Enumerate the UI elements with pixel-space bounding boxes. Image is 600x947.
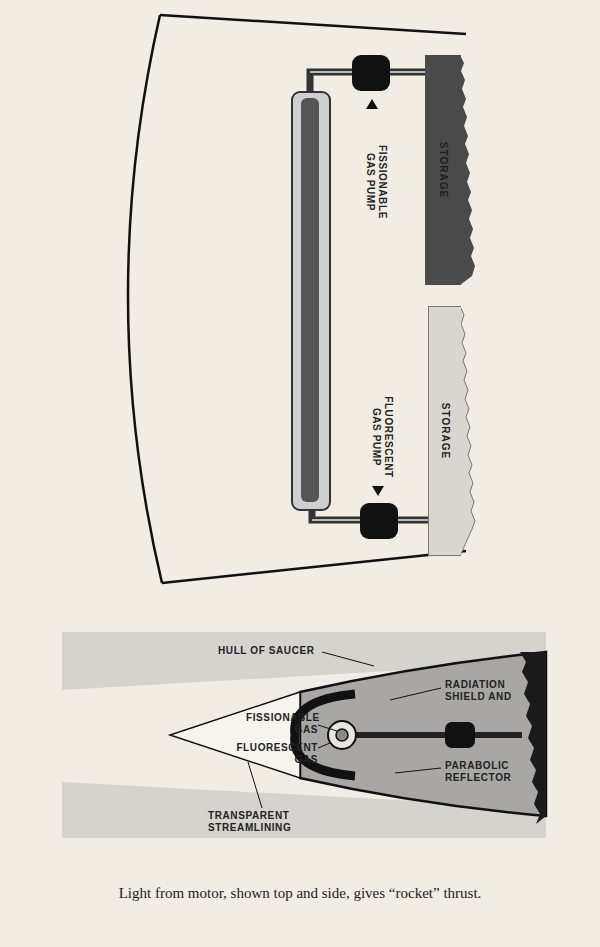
transparent-streamlining	[170, 692, 300, 778]
hull-outline	[162, 551, 466, 583]
pump	[352, 55, 390, 91]
part-label: RADIATION SHIELD AND	[445, 679, 523, 703]
top-view	[128, 15, 475, 583]
flow-arrow	[366, 99, 378, 109]
leader-line	[395, 768, 441, 773]
part-label: HULL OF SAUCER	[218, 645, 328, 657]
pump	[445, 722, 475, 748]
side-view	[62, 632, 546, 838]
leader-line	[318, 725, 337, 731]
leader-line	[318, 743, 330, 748]
tank-label: STORAGE	[438, 142, 449, 198]
hull-outline	[160, 15, 466, 34]
saucer-hull	[300, 652, 546, 816]
pipe	[352, 732, 522, 738]
part-label: TRANSPARENT STREAMLINING	[208, 810, 368, 834]
fluorescent-gas-bulb	[328, 721, 356, 749]
part-label: PARABOLIC REFLECTOR	[445, 760, 523, 784]
tank-edge	[460, 55, 475, 285]
part-label: FISSIONABLE GAS	[246, 712, 318, 736]
tank-label: STORAGE	[440, 403, 451, 459]
storage-tank: STORAGE	[428, 306, 461, 556]
gas-tube	[292, 92, 330, 510]
leader-line	[248, 762, 262, 808]
leader-line	[322, 652, 374, 666]
hull-outline	[128, 15, 162, 583]
fissionable-gas-core	[336, 729, 348, 741]
part-label: FLUORESCENT GAS	[236, 742, 318, 766]
caption: Light from motor, shown top and side, gi…	[0, 885, 600, 902]
part-label: FISSIONABLE GAS PUMP	[364, 137, 388, 227]
tank-edge	[460, 306, 475, 556]
fissionable-core	[301, 98, 319, 502]
storage-tank: STORAGE	[425, 55, 461, 285]
part-label: FLUORESCENT GAS PUMP	[370, 391, 394, 483]
bulkhead	[520, 652, 546, 824]
leader-line	[390, 688, 441, 700]
flow-arrow	[372, 486, 384, 496]
pump	[360, 503, 398, 539]
